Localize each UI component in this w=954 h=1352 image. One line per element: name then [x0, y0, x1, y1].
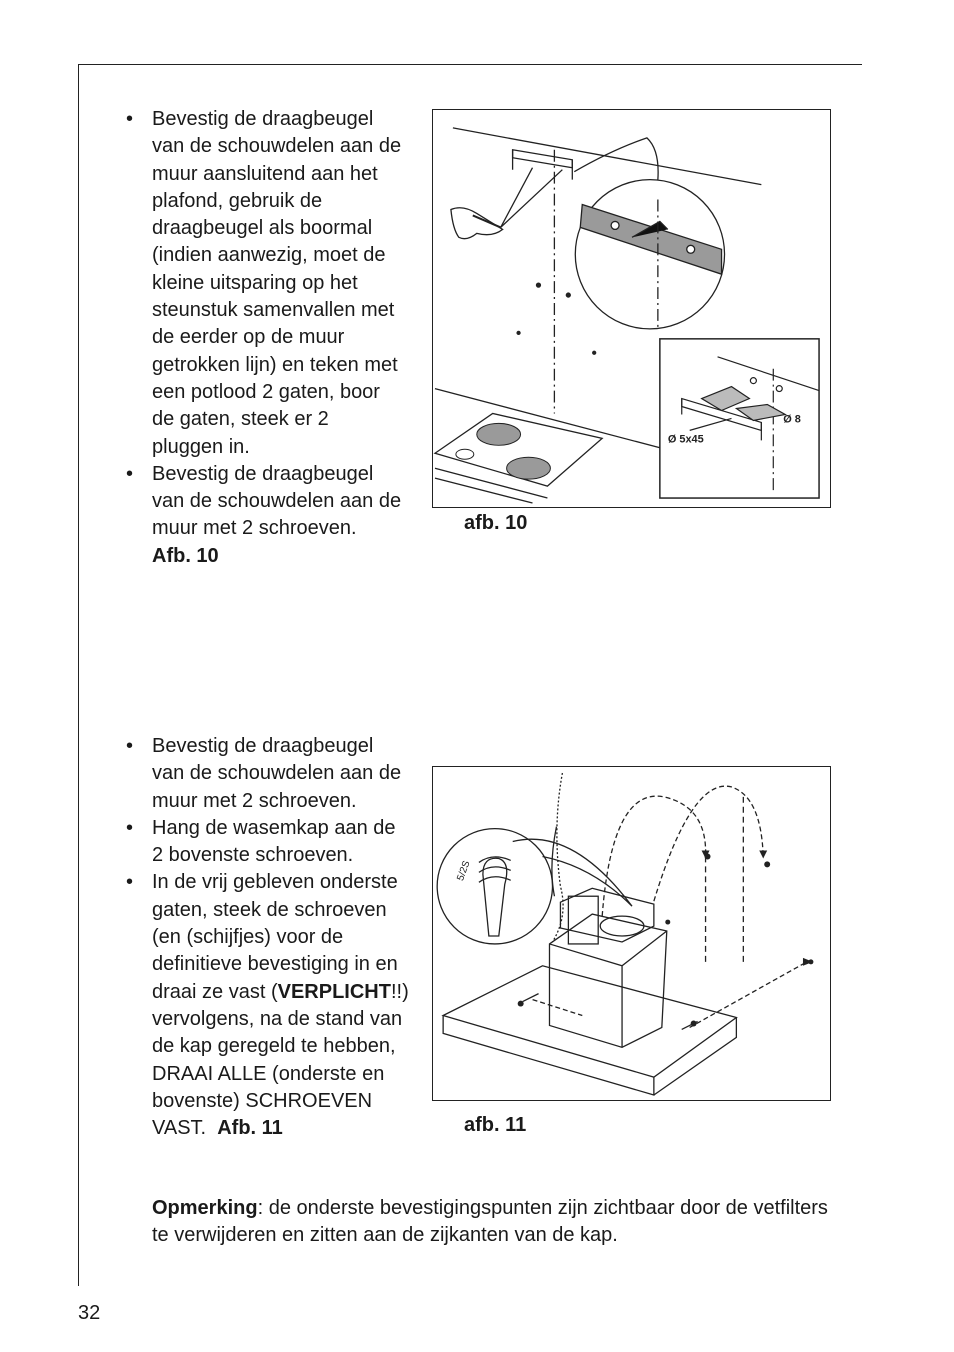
note-text: : de onderste bevestigingspunten zijn zi… — [152, 1197, 828, 1247]
left-rule — [78, 64, 79, 1286]
bullet-text: Bevestig de draagbeugel van de schouwdel… — [152, 462, 402, 540]
bullet-text: Bevestig de draagbeugel van de schouwdel… — [152, 108, 402, 458]
list-item: • Bevestig de draagbeugel van de schouwd… — [120, 733, 410, 815]
note: Opmerking: de onderste bevestigingspunte… — [152, 1195, 832, 1250]
section2-text: • Bevestig de draagbeugel van de schouwd… — [120, 733, 410, 1142]
bullet-icon: • — [126, 816, 134, 839]
bullet-icon: • — [126, 735, 134, 757]
bullet-icon: • — [126, 108, 134, 130]
page-number: 32 — [78, 1302, 101, 1324]
list-item: • Bevestig de draagbeugel van de schouwd… — [120, 106, 402, 461]
figure-10-label: afb. 10 — [464, 512, 528, 534]
bullet-icon: • — [126, 462, 134, 485]
section2-list: • Bevestig de draagbeugel van de schouwd… — [120, 733, 410, 1142]
bullet-text: Hang de wasemkap aan de 2 bovenste schro… — [152, 816, 396, 867]
list-item: • Bevestig de draagbeugel van de schouwd… — [120, 461, 402, 570]
figure-11-label: afb. 11 — [464, 1114, 527, 1136]
figure-11: 5/2S — [432, 766, 831, 1101]
bullet-text: !!) vervolgens, na de stand van de kap g… — [152, 980, 409, 1140]
bullet-text: Bevestig de draagbeugel van de schouwdel… — [152, 735, 402, 812]
screw-dimension: Ø 5x45 — [668, 433, 704, 445]
figure-ref: Afb. 10 — [152, 544, 219, 567]
list-item: • In de vrij gebleven onderste gaten, st… — [120, 869, 410, 1142]
figure-10-drawing: Ø 5x45 Ø 8 — [433, 127, 820, 504]
figure-11-drawing: 5/2S — [436, 772, 814, 1096]
svg-text:5/2S: 5/2S — [455, 859, 472, 882]
section1-text: • Bevestig de draagbeugel van de schouwd… — [120, 106, 402, 570]
bullet-icon: • — [126, 871, 134, 894]
section1-list: • Bevestig de draagbeugel van de schouwd… — [120, 106, 402, 570]
figure-ref: Afb. 11 — [217, 1117, 283, 1140]
top-rule — [78, 64, 862, 65]
bullet-text: In de vrij gebleven onderste gaten, stee… — [152, 871, 398, 1003]
note-label: Opmerking — [152, 1197, 258, 1219]
list-item: • Hang de wasemkap aan de 2 bovenste sch… — [120, 815, 410, 870]
figure-10: Ø 5x45 Ø 8 — [432, 109, 831, 508]
emphasis: VERPLICHT — [277, 980, 391, 1003]
plug-dimension: Ø 8 — [783, 413, 801, 425]
